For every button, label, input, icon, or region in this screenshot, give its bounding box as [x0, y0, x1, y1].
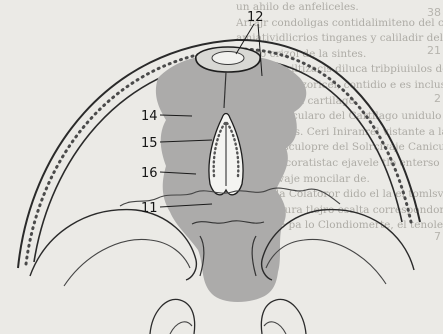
sinus-lumen: [212, 52, 244, 65]
left-temporal-inner-contour: [64, 239, 190, 286]
callout-label-15: 15: [141, 136, 158, 151]
callout-label-11: 11: [141, 201, 158, 216]
callout-label-16: 16: [141, 166, 158, 181]
callout-label-14: 14: [141, 109, 158, 124]
right-temporal-inner-contour: [266, 239, 386, 284]
callout-label-12: 12: [247, 10, 264, 25]
vertebral-contour: [170, 322, 286, 334]
